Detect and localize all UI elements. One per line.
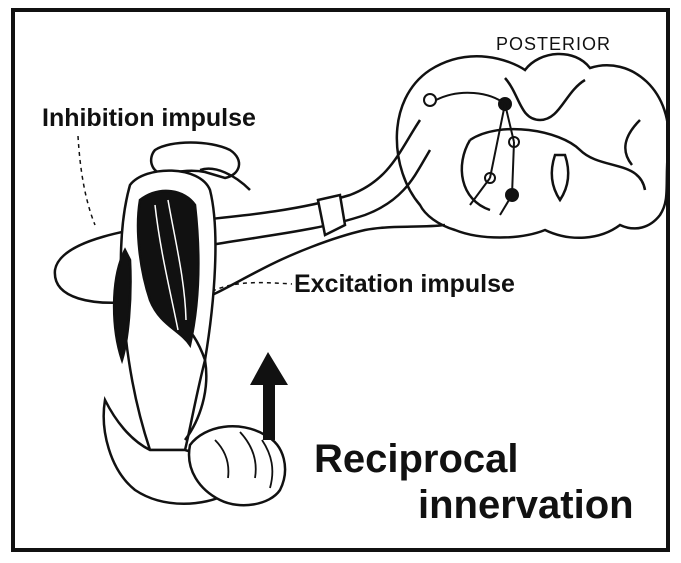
grey-matter-posterior xyxy=(505,78,585,120)
title-line-2: innervation xyxy=(314,482,634,528)
title-line-1: Reciprocal xyxy=(314,436,634,482)
inhibition-leader xyxy=(78,136,95,225)
spinal-cord-icon xyxy=(397,54,669,238)
posterior-label: POSTERIOR xyxy=(496,34,611,55)
upward-arrow-icon xyxy=(250,352,288,440)
spinal-cord-outline xyxy=(397,54,669,238)
central-canal xyxy=(552,155,569,200)
excitation-impulse-label: Excitation impulse xyxy=(294,270,515,299)
inhibition-impulse-label: Inhibition impulse xyxy=(42,104,256,133)
grey-matter-right xyxy=(625,120,640,165)
neuron-cell-icon xyxy=(424,94,436,106)
grey-matter-mid xyxy=(470,129,645,190)
diagram-title: Reciprocal innervation xyxy=(314,436,634,528)
